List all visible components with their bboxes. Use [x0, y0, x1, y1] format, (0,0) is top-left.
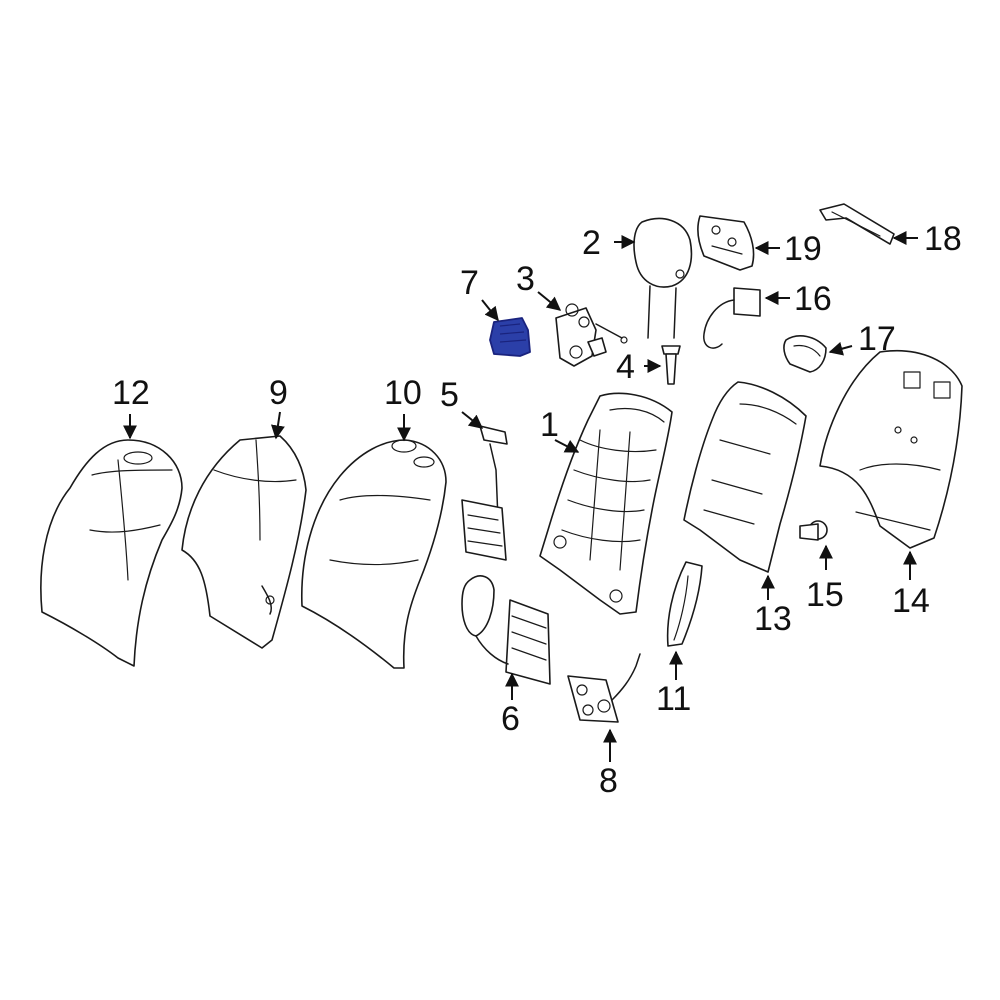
- part-6-lumbar-support: [461, 575, 551, 685]
- callout-5: 5: [440, 376, 459, 414]
- callout-16: 16: [794, 280, 832, 318]
- part-14-rear-panel: [819, 350, 963, 549]
- callout-13: 13: [754, 600, 792, 638]
- leader-17: [828, 341, 853, 356]
- part-7-body: [489, 317, 531, 357]
- leader-5: [461, 411, 484, 429]
- part-17-bracket: [783, 335, 827, 373]
- leader-1: [554, 439, 580, 453]
- part-9-backrest-pad: [181, 435, 307, 649]
- leader-arrows: [123, 231, 918, 762]
- callout-17: 17: [858, 320, 896, 358]
- part-8-control-module: [567, 653, 641, 723]
- part-7-highlighted-module: [489, 317, 531, 357]
- part-15-clip: [799, 520, 828, 541]
- part-3-valve-assembly: [555, 303, 628, 367]
- part-12-seat-back-cover: [40, 439, 183, 667]
- callout-6: 6: [501, 700, 520, 738]
- part-5-wiring-harness: [461, 425, 508, 561]
- callout-8: 8: [599, 762, 618, 800]
- callout-1: 1: [540, 406, 559, 444]
- callout-7: 7: [460, 264, 479, 302]
- part-10-seat-back-cushion: [300, 439, 447, 669]
- callout-11: 11: [656, 680, 691, 718]
- leader-9: [270, 411, 285, 440]
- part-2-headrest: [633, 217, 693, 339]
- part-11-side-trim: [666, 561, 703, 647]
- callout-14: 14: [892, 582, 930, 620]
- callout-4: 4: [616, 348, 635, 386]
- callout-2: 2: [582, 224, 601, 262]
- callout-3: 3: [516, 260, 535, 298]
- callout-15: 15: [806, 576, 844, 614]
- callout-19: 19: [784, 230, 822, 268]
- part-16-connector: [703, 287, 761, 349]
- callout-9: 9: [269, 374, 288, 412]
- callout-12: 12: [112, 374, 150, 412]
- callout-10: 10: [384, 374, 422, 412]
- part-1-seat-back-frame: [539, 392, 673, 615]
- callout-18: 18: [924, 220, 962, 258]
- leader-7: [481, 299, 499, 322]
- callout-labels: 1 2 3 4 5 6 7 8 9 10 11 12 13 14 15 16 1…: [112, 220, 962, 800]
- leader-3: [537, 291, 562, 311]
- part-4-guide-pin: [661, 345, 681, 385]
- part-19-plate: [697, 215, 755, 271]
- part-18-trim-strip: [819, 203, 895, 245]
- part-13-backrest-panel: [683, 381, 807, 573]
